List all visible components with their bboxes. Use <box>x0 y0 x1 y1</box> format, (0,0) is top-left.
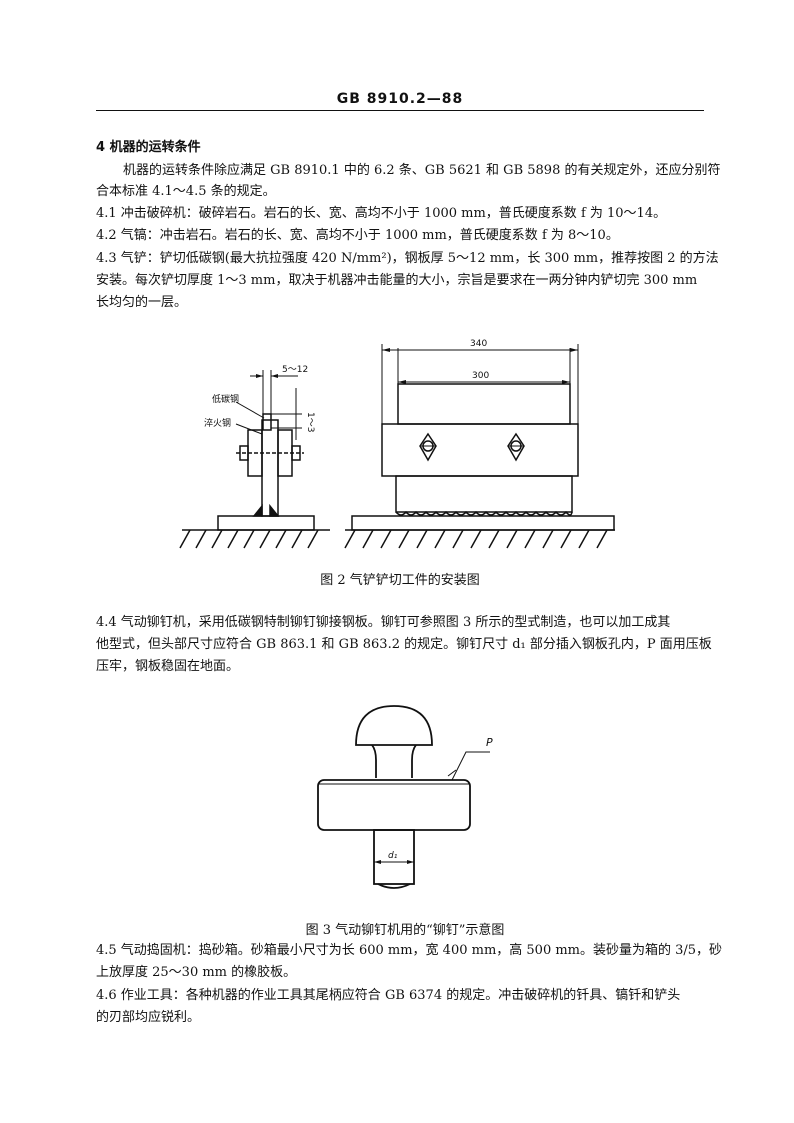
front-bolt-left <box>419 432 437 462</box>
clause-4-3-line-1: 4.3 气铲：铲切低碳钢(最大抗拉强度 420 N/mm²)，钢板厚 5～12 … <box>96 251 719 266</box>
dim-inner: 300 <box>472 371 489 381</box>
ground-hatch-right <box>344 529 615 549</box>
shank-end <box>377 883 411 889</box>
label-p: P <box>486 736 493 749</box>
leader-p <box>451 751 490 781</box>
dim-thickness: 5～12 <box>282 365 308 375</box>
clause-4-3-line-2: 安装。每次铲切厚度 1～3 mm，取决于机器冲击能量的大小，宗旨是要求在一两分钟… <box>96 273 698 288</box>
clause-4-5-line-1: 4.5 气动捣固机：捣砂箱。砂箱最小尺寸为长 600 mm，宽 400 mm，高… <box>96 943 723 958</box>
rivet-plate <box>317 779 471 831</box>
figure-3-drawing: P d₁ <box>317 705 493 889</box>
clause-4-4-line-2: 他型式，但头部尺寸应符合 GB 863.1 和 GB 863.2 的规定。铆钉尺… <box>96 637 712 652</box>
clause-4-3-line-3: 长均匀的一层。 <box>96 295 188 310</box>
clause-4-6-line-2: 的刃部均应锐利。 <box>96 1010 201 1025</box>
side-view-base-plate <box>217 515 315 531</box>
ground-hatch-left <box>179 529 330 549</box>
dim-depth: 1～3 <box>305 412 315 432</box>
front-view-base-plate <box>351 515 615 531</box>
side-view-vertical-plate <box>261 419 279 517</box>
front-view-workpiece <box>397 383 571 425</box>
rivet-shank <box>373 829 415 885</box>
label-low-carbon-steel: 低碳钢 <box>212 393 239 405</box>
clause-4-4-line-1: 4.4 气动铆钉机，采用低碳钢特制铆钉铆接钢板。铆钉可参照图 3 所示的型式制造… <box>96 615 671 630</box>
intro-line-1: 机器的运转条件除应满足 GB 8910.1 中的 6.2 条、GB 5621 和… <box>123 163 721 178</box>
clause-4-5-line-2: 上放厚度 25～30 mm 的橡胶板。 <box>96 965 297 980</box>
intro-line-2: 合本标准 4.1～4.5 条的规定。 <box>96 184 276 199</box>
low-carbon-steel-strip <box>262 413 272 431</box>
clause-4-1: 4.1 冲击破碎机：破碎岩石。岩石的长、宽、高均不小于 1000 mm，普氏硬度… <box>96 206 667 221</box>
clause-4-6-line-1: 4.6 作业工具：各种机器的作业工具其尾柄应符合 GB 6374 的规定。冲击破… <box>96 988 681 1003</box>
label-d1: d₁ <box>388 851 398 861</box>
weld-left <box>252 503 263 517</box>
label-quenched-steel: 淬火钢 <box>204 417 231 429</box>
dim-overall: 340 <box>470 339 487 349</box>
front-bolt-right <box>507 432 525 462</box>
rivet-head <box>355 705 433 746</box>
figure-2-caption: 图 2 气铲铲切工件的安装图 <box>320 573 480 588</box>
figure-2-drawing: 低碳钢 淬火钢 5～12 1～3 340 300 <box>179 339 615 549</box>
wavy-seam <box>395 510 573 516</box>
section-heading: 4 机器的运转条件 <box>96 140 201 155</box>
rivet-neck <box>371 744 417 778</box>
front-view-support-block <box>395 475 573 513</box>
weld-right <box>269 503 280 517</box>
header-rule <box>96 110 704 111</box>
figure-3-caption: 图 3 气动铆钉机用的“铆钉”示意图 <box>305 923 505 938</box>
front-view-clamp-block <box>381 423 579 477</box>
clause-4-2: 4.2 气镐：冲击岩石。岩石的长、宽、高均不小于 1000 mm，普氏硬度系数 … <box>96 228 619 243</box>
standard-code-header: GB 8910.2—88 <box>336 91 464 107</box>
leader-low-carbon <box>235 401 265 419</box>
clause-4-4-line-3: 压牢，钢板稳固在地面。 <box>96 659 240 674</box>
leader-quenched <box>235 423 263 435</box>
